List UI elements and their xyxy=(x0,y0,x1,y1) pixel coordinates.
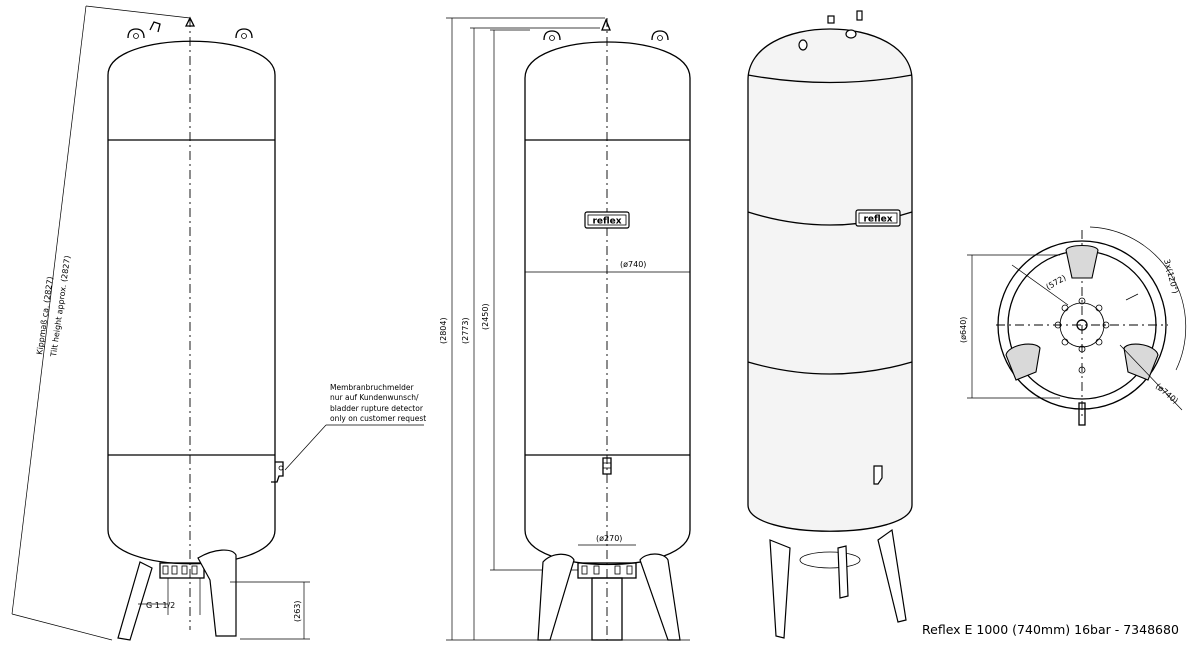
lug-left xyxy=(798,39,808,51)
perspective-view: reflex xyxy=(747,10,913,639)
outer-dim-leader xyxy=(1119,344,1183,411)
flange-pipe xyxy=(591,577,623,641)
lug-hole xyxy=(133,33,139,39)
height-2: (2773) xyxy=(461,317,470,344)
rupture-detector-fitting xyxy=(602,457,612,475)
tilt-dim-top xyxy=(85,5,191,19)
vessel-body xyxy=(747,28,913,532)
flange-bolt xyxy=(171,565,178,575)
foot-height: (263) xyxy=(293,600,302,622)
bolt-hole xyxy=(1054,321,1062,329)
leg-front xyxy=(197,549,237,637)
tilt-height-en: Tilt height approx. (2827) xyxy=(49,255,72,358)
leg-left xyxy=(537,553,575,641)
leg-right xyxy=(639,553,681,641)
bolt-hole xyxy=(1061,304,1069,312)
flange-bolt xyxy=(162,565,169,575)
flange-bolt xyxy=(581,565,588,575)
logo-plate-inner xyxy=(858,212,898,224)
connection-label: G 1 1/2 xyxy=(146,601,175,610)
dim-572: (572) xyxy=(1045,273,1068,292)
lug-right xyxy=(845,29,857,39)
tilt-dim-line xyxy=(11,5,87,615)
lug-hole xyxy=(241,33,247,39)
fitting-hole xyxy=(1078,366,1086,374)
flange-bolt xyxy=(181,565,188,575)
flange-bolt xyxy=(593,565,600,575)
flange-bolt xyxy=(626,565,633,575)
fitting-detail xyxy=(278,465,284,471)
top-view: (ø640) (572) 3x(120°) (ø740) xyxy=(959,226,1187,426)
side-view: Kippmaß ca. (2827) Tilt height approx. (… xyxy=(11,5,426,641)
logo-plate-inner xyxy=(587,214,627,226)
leg-left xyxy=(117,561,153,641)
bottom-flange xyxy=(799,551,861,569)
weld-seam-lower xyxy=(747,361,913,375)
note-leader xyxy=(284,424,327,471)
foot-right xyxy=(1123,343,1159,381)
rupture-detector-fitting xyxy=(873,465,883,485)
flange-bolt xyxy=(614,565,621,575)
lifting-lug-right xyxy=(651,30,669,41)
note-line-2: nur auf Kundenwunsch/ xyxy=(330,393,419,402)
outer-diameter: (ø740) xyxy=(1154,382,1180,406)
leg-right xyxy=(877,528,907,623)
lifting-lug-right xyxy=(235,28,253,39)
bolt-hole xyxy=(1102,321,1110,329)
dome-seam xyxy=(747,74,913,84)
angle-arc xyxy=(1089,226,1187,371)
leg-circle: (ø640) xyxy=(959,317,968,343)
angle-label: 3x(120°) xyxy=(1162,258,1180,294)
diameter-label: (ø740) xyxy=(620,260,646,269)
bolt-holes xyxy=(1054,297,1110,353)
logo-text-3d: reflex xyxy=(863,215,892,225)
leg-back xyxy=(837,545,849,599)
front-view: (2804) (2773) (2450) reflex (ø740) xyxy=(439,17,691,641)
height-total: (2804) xyxy=(439,317,448,344)
drawing-caption: Reflex E 1000 (740mm) 16bar - 7348680 xyxy=(922,622,1179,637)
tilt-dim-bottom xyxy=(11,613,113,641)
bolt-hole xyxy=(1078,345,1086,353)
logo-text: reflex xyxy=(592,217,621,227)
top-nozzle xyxy=(149,21,161,33)
vessel-shell xyxy=(107,40,276,565)
flange-bolt xyxy=(191,565,198,575)
top-valve xyxy=(827,15,835,24)
foot-left xyxy=(1005,343,1041,381)
lifting-lug-left xyxy=(127,28,145,39)
bolt-hole xyxy=(1095,304,1103,312)
dim-572-line xyxy=(1011,264,1069,306)
height-3: (2450) xyxy=(481,303,490,330)
bolt-hole xyxy=(1095,338,1103,346)
note-line-4: only on customer request xyxy=(330,414,426,423)
lifting-lug-left xyxy=(543,30,561,41)
air-valve xyxy=(601,18,611,31)
lug-hole xyxy=(657,35,663,41)
leg-left xyxy=(769,539,791,639)
top-nozzle xyxy=(856,10,863,21)
lug-hole xyxy=(549,35,555,41)
flange-diameter: (ø270) xyxy=(596,534,622,543)
note-line-1: Membranbruchmelder xyxy=(330,383,414,392)
fitting-bottom xyxy=(1078,402,1086,426)
rupture-detector-fitting xyxy=(271,461,284,483)
bolt-hole xyxy=(1061,338,1069,346)
bolt-hole xyxy=(1078,297,1086,305)
fitting-marker xyxy=(1125,293,1139,301)
note-line-3: bladder rupture detector xyxy=(330,404,424,413)
foot-top xyxy=(1065,244,1099,279)
vessel-shell xyxy=(524,41,691,566)
bottom-flange xyxy=(159,562,205,579)
